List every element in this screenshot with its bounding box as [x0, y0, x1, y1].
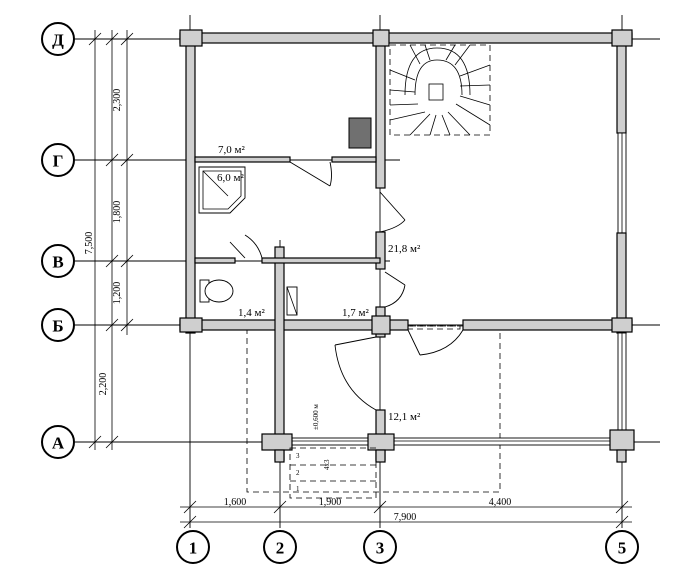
axis-label-2: 2 [276, 539, 285, 558]
step-1: 1 [296, 485, 300, 493]
axis-label-v: В [52, 253, 63, 272]
walls [179, 29, 635, 463]
axis-label-d: Д [52, 31, 64, 50]
porch-level: ±0,600 м [312, 404, 320, 430]
dim-b-a: 2,200 [98, 373, 109, 396]
step-2: 2 [296, 469, 300, 477]
porch-rail [289, 437, 611, 446]
wall-left [185, 32, 196, 334]
axis-label-g: Г [53, 152, 64, 171]
area-bedroom: 7,0 м² [218, 144, 245, 156]
axis-bubbles-letters: Д Г В Б А [41, 22, 75, 459]
axis-bubble-v [41, 244, 75, 278]
dim-1-2: 1,600 [224, 497, 247, 508]
axis-label-3: 3 [376, 539, 385, 558]
axis-label-a: А [52, 434, 65, 453]
staircase [389, 44, 491, 136]
wall-axis2 [274, 246, 285, 461]
wall-b-right [462, 319, 633, 331]
dim-2-3: 1,900 [319, 497, 342, 508]
area-wc: 1,4 м² [238, 307, 265, 319]
shower [198, 166, 246, 214]
dim-total-bottom: 7,900 [394, 512, 417, 523]
bottom-dimensions: 1,600 1,900 4,400 7,900 [180, 497, 632, 529]
axis-bubble-a [41, 425, 75, 459]
axis-bubble-g [41, 143, 75, 177]
axis-bubble-5 [605, 530, 639, 564]
wall-right-upper [616, 32, 627, 134]
porch-stairs: 3 2 1 4x3 ±0,600 м [289, 404, 377, 499]
wall-top [179, 32, 633, 44]
room-areas: 7,0 м² 6,0 м² 21,8 м² 1,4 м² 1,7 м² 12,1… [217, 144, 421, 423]
dim-total-left: 7,500 [84, 232, 95, 255]
axis-bubble-3 [363, 530, 397, 564]
wall-g-left [194, 156, 291, 163]
left-dimensions: 2,300 1,800 1,200 2,200 7,500 [84, 30, 134, 450]
grid-lines [75, 15, 660, 528]
axis-bubble-b [41, 308, 75, 342]
wall-axis3-upper [375, 32, 386, 189]
axis-bubbles-numbers: 1 2 3 5 [176, 530, 639, 564]
stove [348, 117, 372, 149]
wall-g-right [331, 156, 377, 163]
step-3: 3 [296, 452, 300, 460]
dim-d-g: 2,300 [112, 89, 123, 112]
doors [229, 161, 464, 411]
axis-bubble-2 [263, 530, 297, 564]
axis-label-5: 5 [618, 539, 627, 558]
toilet [199, 279, 234, 303]
area-hall: 21,8 м² [388, 243, 421, 255]
area-shower: 6,0 м² [217, 172, 244, 184]
area-porch: 12,1 м² [388, 411, 421, 423]
dim-3-5: 4,400 [489, 497, 512, 508]
axis-bubble-1 [176, 530, 210, 564]
dim-g-v: 1,800 [112, 201, 123, 224]
area-corridor: 1,7 м² [342, 307, 369, 319]
stair-depth: 4x3 [323, 459, 331, 470]
wall-v-right [261, 257, 381, 264]
axis-bubble-d [41, 22, 75, 56]
axis-label-b: Б [52, 317, 63, 336]
axis-label-1: 1 [189, 539, 198, 558]
dim-v-b: 1,200 [112, 282, 123, 305]
wall-v-left [194, 257, 236, 264]
